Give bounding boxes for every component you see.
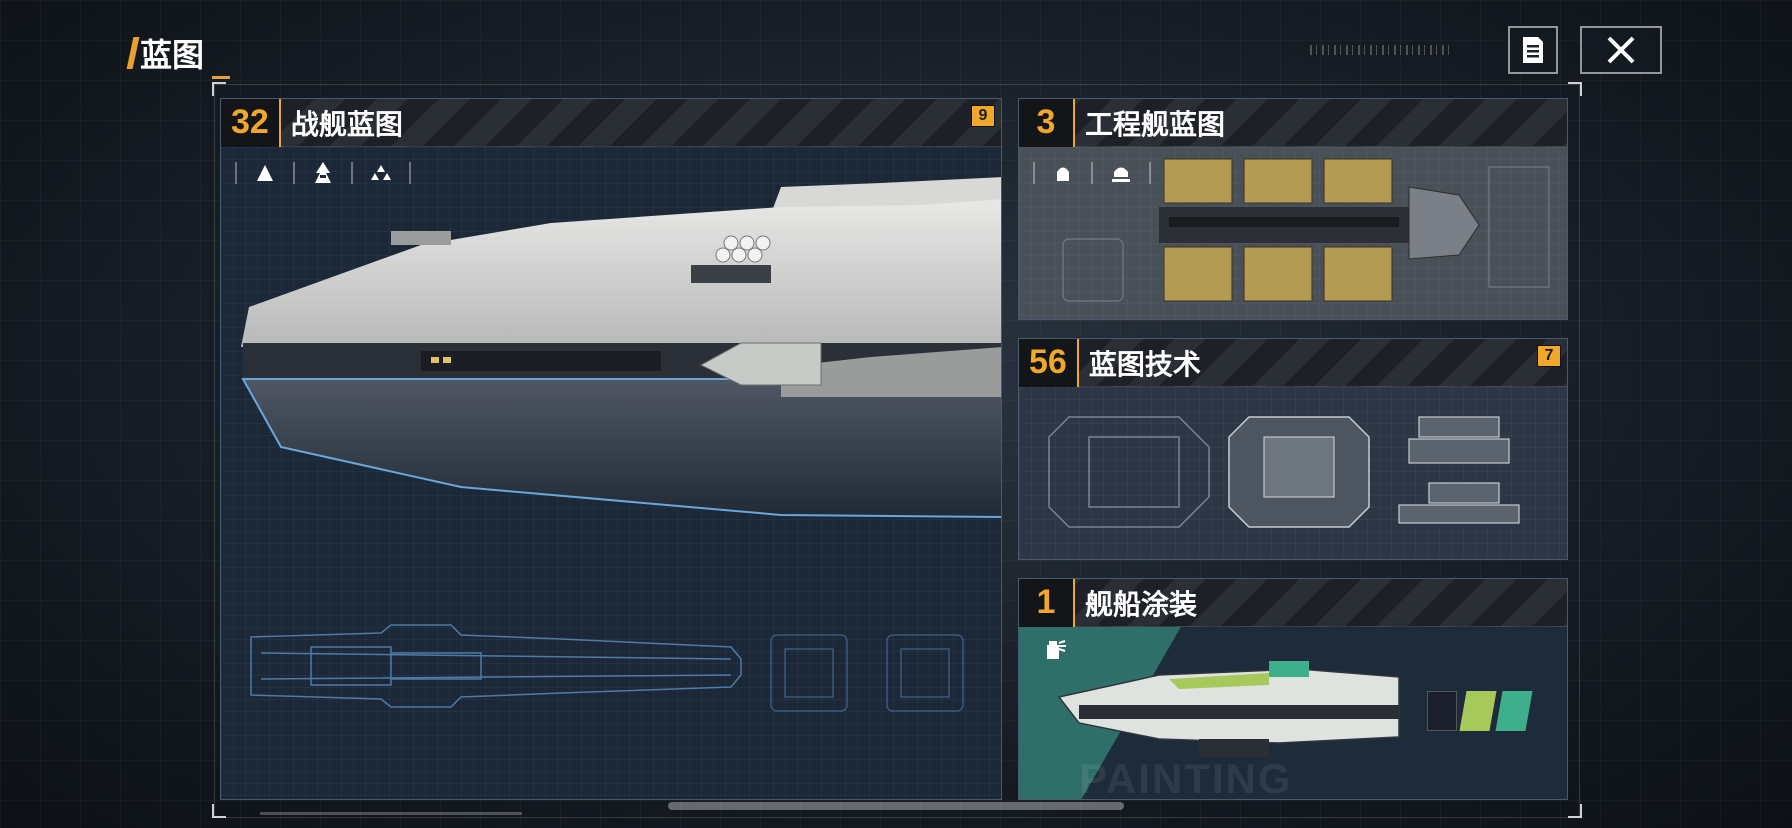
frame-corner <box>1568 82 1582 96</box>
blueprint-count: 3 <box>1019 99 1075 147</box>
warship-illustration <box>241 177 1001 712</box>
page-title: 蓝图 <box>126 30 205 76</box>
engineering-ship-illustration <box>1062 158 1550 302</box>
scroll-indicator <box>260 812 522 815</box>
panel-header: 32 战舰蓝图 9 <box>221 99 1001 147</box>
panel-header: 3 工程舰蓝图 <box>1019 99 1567 147</box>
panel-body: PAINTING <box>1019 627 1567 799</box>
engineering-blueprint-panel[interactable]: 3 工程舰蓝图 <box>1018 98 1568 320</box>
color-swatch-lime[interactable] <box>1459 691 1497 731</box>
panel-title: 工程舰蓝图 <box>1085 108 1226 140</box>
blueprint-tech-panel[interactable]: 56 蓝图技术 7 <box>1018 338 1568 560</box>
notification-badge: 9 <box>971 105 995 127</box>
engineering-type-2-icon[interactable] <box>1093 159 1149 187</box>
color-swatch-teal[interactable] <box>1495 691 1533 731</box>
frame-corner <box>212 804 226 818</box>
panel-header: 56 蓝图技术 7 <box>1019 339 1567 387</box>
document-icon <box>1523 37 1543 63</box>
color-swatch-dark[interactable] <box>1427 691 1457 731</box>
destroyer-filter-icon[interactable] <box>295 159 351 187</box>
filter-separator <box>1091 162 1093 184</box>
fleet-filter-icon[interactable] <box>353 159 409 187</box>
frame-corner <box>1568 804 1582 818</box>
panel-body <box>1019 387 1567 559</box>
painted-ship-illustration <box>1057 661 1400 757</box>
page-title-text: 蓝图 <box>140 37 205 73</box>
close-icon <box>1607 36 1635 64</box>
paint-count: 1 <box>1019 579 1075 627</box>
panel-title: 蓝图技术 <box>1088 348 1201 380</box>
painting-watermark: PAINTING <box>1079 755 1293 800</box>
ship-type-filter-bar <box>235 159 411 187</box>
color-swatch-group <box>1427 691 1533 731</box>
filter-separator <box>409 162 411 184</box>
notification-badge: 7 <box>1537 345 1561 367</box>
panel-title: 舰船涂装 <box>1085 588 1198 620</box>
engineering-type-1-icon[interactable] <box>1035 159 1091 187</box>
blueprint-count: 56 <box>1019 339 1079 387</box>
filter-separator <box>235 162 237 184</box>
spray-paint-icon <box>1041 635 1069 668</box>
close-button[interactable] <box>1580 26 1662 74</box>
content-frame <box>214 84 1580 818</box>
panel-body <box>221 147 1001 799</box>
filter-separator <box>351 162 353 184</box>
frame-corner <box>212 82 226 96</box>
title-underline <box>212 76 230 79</box>
frigate-filter-icon[interactable] <box>237 159 293 187</box>
filter-separator <box>1149 162 1151 184</box>
document-button[interactable] <box>1508 26 1558 74</box>
panel-header: 1 舰船涂装 <box>1019 579 1567 627</box>
blueprint-count: 32 <box>221 99 281 147</box>
filter-separator <box>293 162 295 184</box>
filter-separator <box>1033 162 1035 184</box>
ship-paint-panel[interactable]: 1 舰船涂装 PAINTING <box>1018 578 1568 800</box>
tech-modules-illustration <box>1048 416 1520 528</box>
panel-body <box>1019 147 1567 319</box>
horizontal-scrollbar[interactable] <box>668 802 1124 810</box>
warship-blueprint-panel[interactable]: 32 战舰蓝图 9 <box>220 98 1002 800</box>
decorative-barcode <box>1310 45 1450 55</box>
panel-title: 战舰蓝图 <box>290 108 403 140</box>
